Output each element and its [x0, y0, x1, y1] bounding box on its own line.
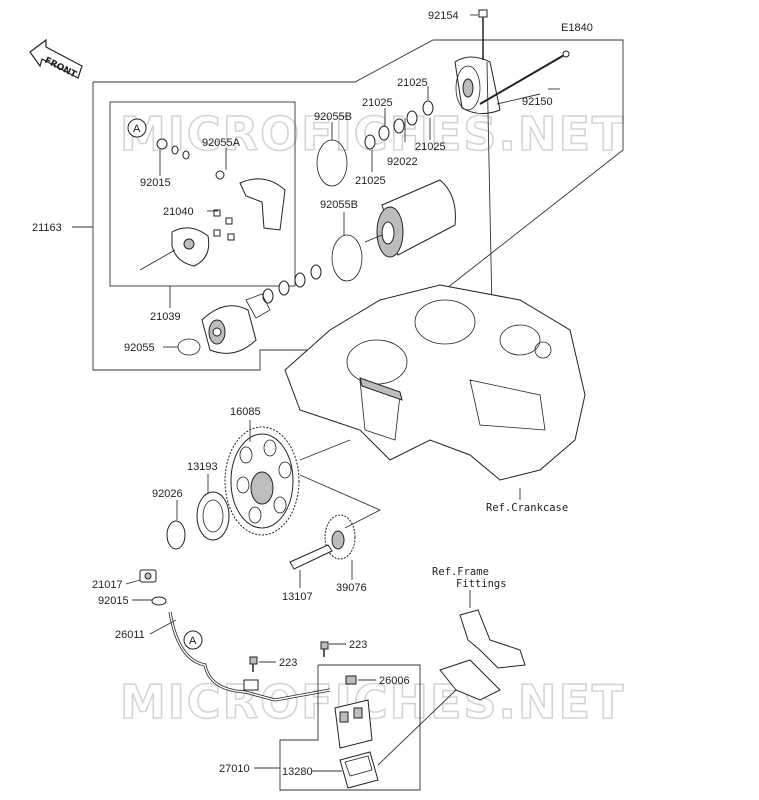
terminal-nut-21017	[139, 569, 157, 583]
label-13280: 13280	[282, 766, 313, 778]
starter-clutch-gear	[224, 426, 300, 536]
label-26011: 26011	[115, 629, 145, 641]
brush-holder-box	[109, 101, 296, 287]
label-92015-a: 92015	[140, 177, 171, 189]
frame-fittings-bracket	[439, 609, 526, 701]
gear-connector-line	[299, 439, 351, 461]
relay-cover-13280	[339, 751, 379, 789]
one-way-clutch	[196, 491, 230, 541]
o-ring-92055	[177, 338, 201, 356]
starter-cable	[168, 611, 331, 702]
label-21025-c: 21025	[415, 141, 446, 153]
washer-92015-bottom	[151, 596, 167, 606]
leader-lines	[72, 14, 560, 772]
label-21025-b: 21025	[362, 97, 393, 109]
label-21025-a: 21025	[397, 77, 428, 89]
label-92055B-a: 92055B	[314, 111, 352, 123]
label-39076: 39076	[336, 582, 367, 594]
label-223-a: 223	[279, 657, 297, 669]
relay-box-boundary	[279, 664, 421, 791]
ref-crankcase: Ref.Crankcase	[486, 502, 568, 514]
svg-text:A: A	[189, 635, 197, 647]
starter-relay-part	[334, 699, 373, 749]
crankcase-part	[284, 284, 586, 481]
label-92150: 92150	[522, 96, 553, 108]
washer-stack	[364, 100, 434, 150]
marker-a-bottom: A	[183, 630, 203, 650]
label-92022: 92022	[387, 156, 418, 168]
through-bolt-92150	[479, 53, 567, 105]
front-cover-part	[201, 293, 271, 354]
marker-a-top: A	[127, 118, 147, 138]
diagram-code: E1840	[561, 22, 593, 34]
label-92154: 92154	[428, 10, 459, 22]
label-21017: 21017	[92, 579, 123, 591]
label-21039: 21039	[150, 311, 181, 323]
label-92055B-b: 92055B	[320, 199, 358, 211]
label-27010: 27010	[219, 763, 250, 775]
label-13107: 13107	[282, 591, 313, 603]
label-16085: 16085	[230, 406, 261, 418]
label-92055A: 92055A	[202, 137, 241, 149]
bolt-92154	[478, 9, 488, 60]
o-ring-92055B-mid	[331, 234, 363, 282]
label-92055: 92055	[124, 342, 155, 354]
fuse-26006	[345, 675, 357, 685]
washer-92026	[166, 520, 186, 550]
watermark-top: MICROFICHES.NET	[120, 107, 625, 161]
front-arrow-icon: FRONT	[29, 38, 83, 81]
label-13193: 13193	[187, 461, 218, 473]
bolt-223-left	[249, 656, 258, 672]
shaft-13107	[289, 544, 333, 570]
assembly-boundary-21163	[92, 39, 624, 371]
label-21163: 21163	[32, 222, 62, 234]
label-21025-d: 21025	[355, 175, 386, 187]
label-92015-b: 92015	[98, 595, 129, 607]
motor-yoke-part	[364, 179, 456, 258]
bolt-223-right	[320, 641, 329, 657]
idle-gear-39076	[324, 514, 356, 560]
label-92026: 92026	[152, 488, 183, 500]
ref-frame-line2: Fittings	[456, 578, 507, 590]
washer-row	[262, 264, 322, 304]
ref-frame-line1: Ref.Frame	[432, 566, 489, 578]
watermark-bottom: MICROFICHES.NET	[120, 675, 625, 729]
end-cap-part	[454, 56, 501, 114]
svg-text:A: A	[133, 123, 141, 135]
brush-holder-part	[139, 138, 286, 271]
label-223-b: 223	[349, 639, 367, 651]
label-21040: 21040	[163, 206, 194, 218]
label-26006: 26006	[379, 675, 410, 687]
